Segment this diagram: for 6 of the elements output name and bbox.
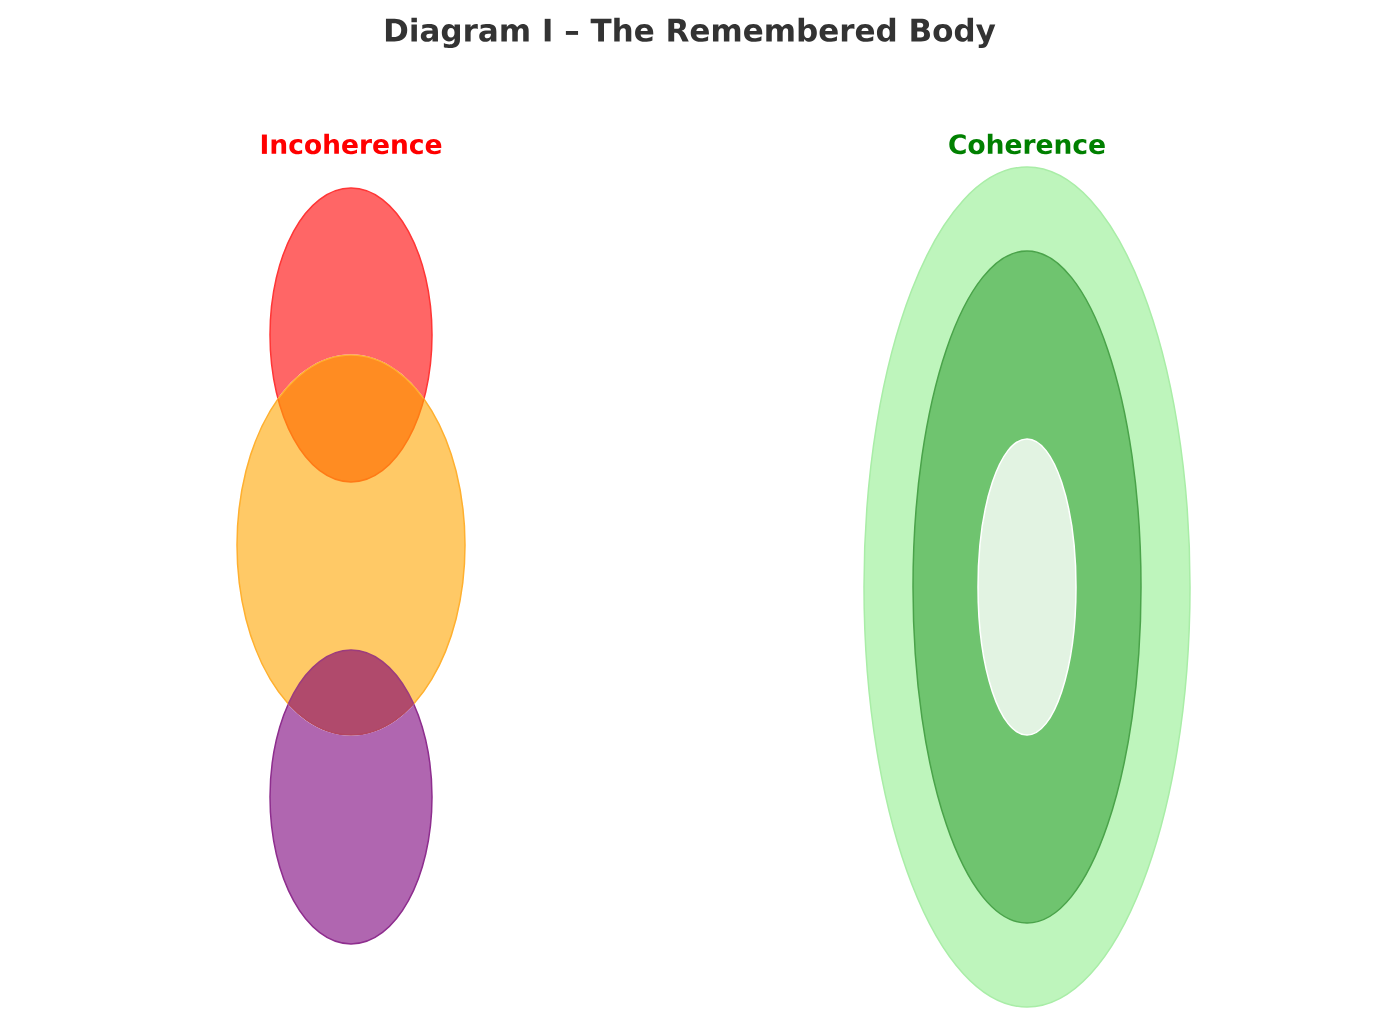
ellipse xyxy=(977,438,1077,736)
ellipse xyxy=(269,187,433,483)
group-heading: Incoherence xyxy=(261,133,442,155)
group-heading: Coherence xyxy=(949,133,1105,155)
ellipse xyxy=(269,649,433,945)
title: Diagram I – The Remembered Body xyxy=(385,17,996,49)
